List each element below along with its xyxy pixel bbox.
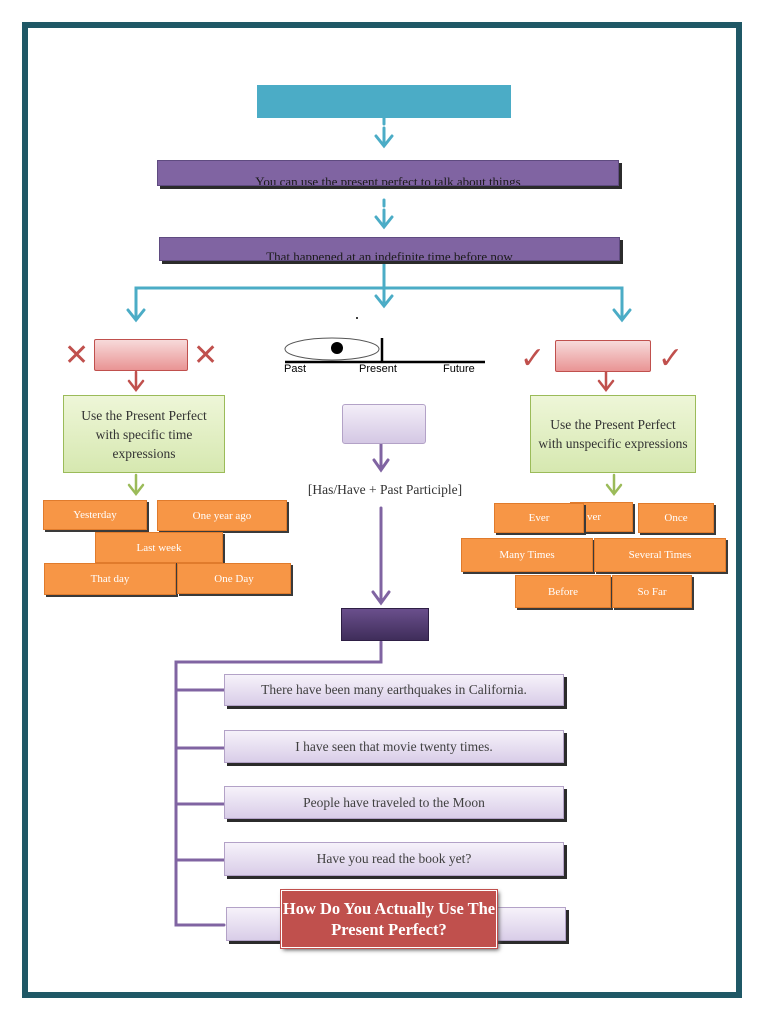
intro-banner-1: You can use the present perfect to talk … [157,160,619,186]
example-1: There have been many earthquakes in Cali… [224,674,564,706]
center-empty-box [342,404,426,444]
page-title: How Do You Actually Use The Present Perf… [281,890,497,948]
cross-mark-icon: ✕ [193,338,219,373]
expression-ver-text: ver [587,511,602,523]
right-empty-box [555,340,651,372]
intro-text-1: You can use the present perfect to talk … [255,174,521,186]
left-empty-box [94,339,188,371]
examples-header-box [341,608,429,641]
left-rule-box: Use the Present Perfect with specific ti… [63,395,225,473]
top-title-box [257,85,511,118]
example-2: I have seen that movie twenty times. [224,730,564,763]
example-3: People have traveled to the Moon [224,786,564,819]
example-4: Have you read the book yet? [224,842,564,876]
check-mark-icon: ✓ [658,341,684,376]
expression-several-times: Several Times [594,538,726,572]
right-rule-text: Use the Present Perfect with unspecific … [538,417,688,451]
expression-that-day: That day [44,563,176,595]
expression-yesterday: Yesterday [43,500,147,530]
left-rule-text: Use the Present Perfect with specific ti… [81,407,207,461]
intro-text-2: That happened at an indefinite time befo… [266,249,513,261]
expression-last-week: Last week [95,532,223,563]
check-mark-icon: ✓ [520,341,546,376]
right-rule-box: Use the Present Perfect with unspecific … [530,395,696,473]
expression-one-day: One Day [177,563,291,594]
cross-mark-icon: ✕ [64,338,90,373]
intro-banner-2: That happened at an indefinite time befo… [159,237,620,261]
timeline-label-future: Future [443,363,475,375]
expression-once: Once [638,503,714,533]
expression-ever: Ever [494,503,584,533]
expression-before: Before [515,575,611,608]
expression-one-year-ago: One year ago [157,500,287,531]
expression-so-far: So Far [612,575,692,608]
page-frame [22,22,742,998]
formula-text: [Has/Have + Past Participle] [307,482,463,497]
timeline-label-past: Past [284,363,307,375]
timeline-label-present: Present [359,363,397,375]
page-title-text: How Do You Actually Use The Present Perf… [282,899,496,939]
timeline [284,317,485,364]
expression-many-times: Many Times [461,538,593,572]
